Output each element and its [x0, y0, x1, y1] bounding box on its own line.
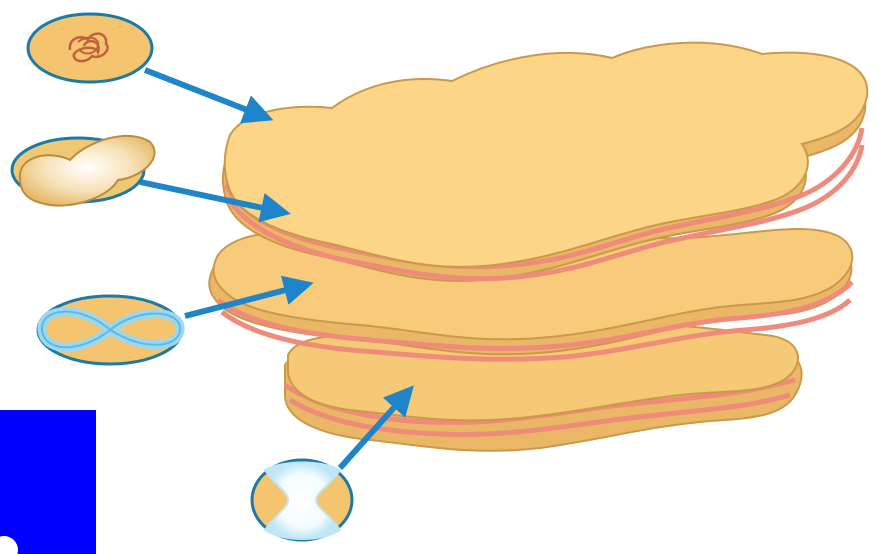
tangled-thread-icon	[28, 14, 152, 82]
hourglass-shape-icon	[252, 460, 352, 540]
peanut-shape-icon	[12, 136, 155, 206]
white-circle-mark	[0, 536, 18, 554]
blue-overlay-box	[0, 410, 96, 554]
figure-eight-loop-icon	[38, 296, 182, 364]
arrow-to-top-layer	[145, 70, 265, 117]
